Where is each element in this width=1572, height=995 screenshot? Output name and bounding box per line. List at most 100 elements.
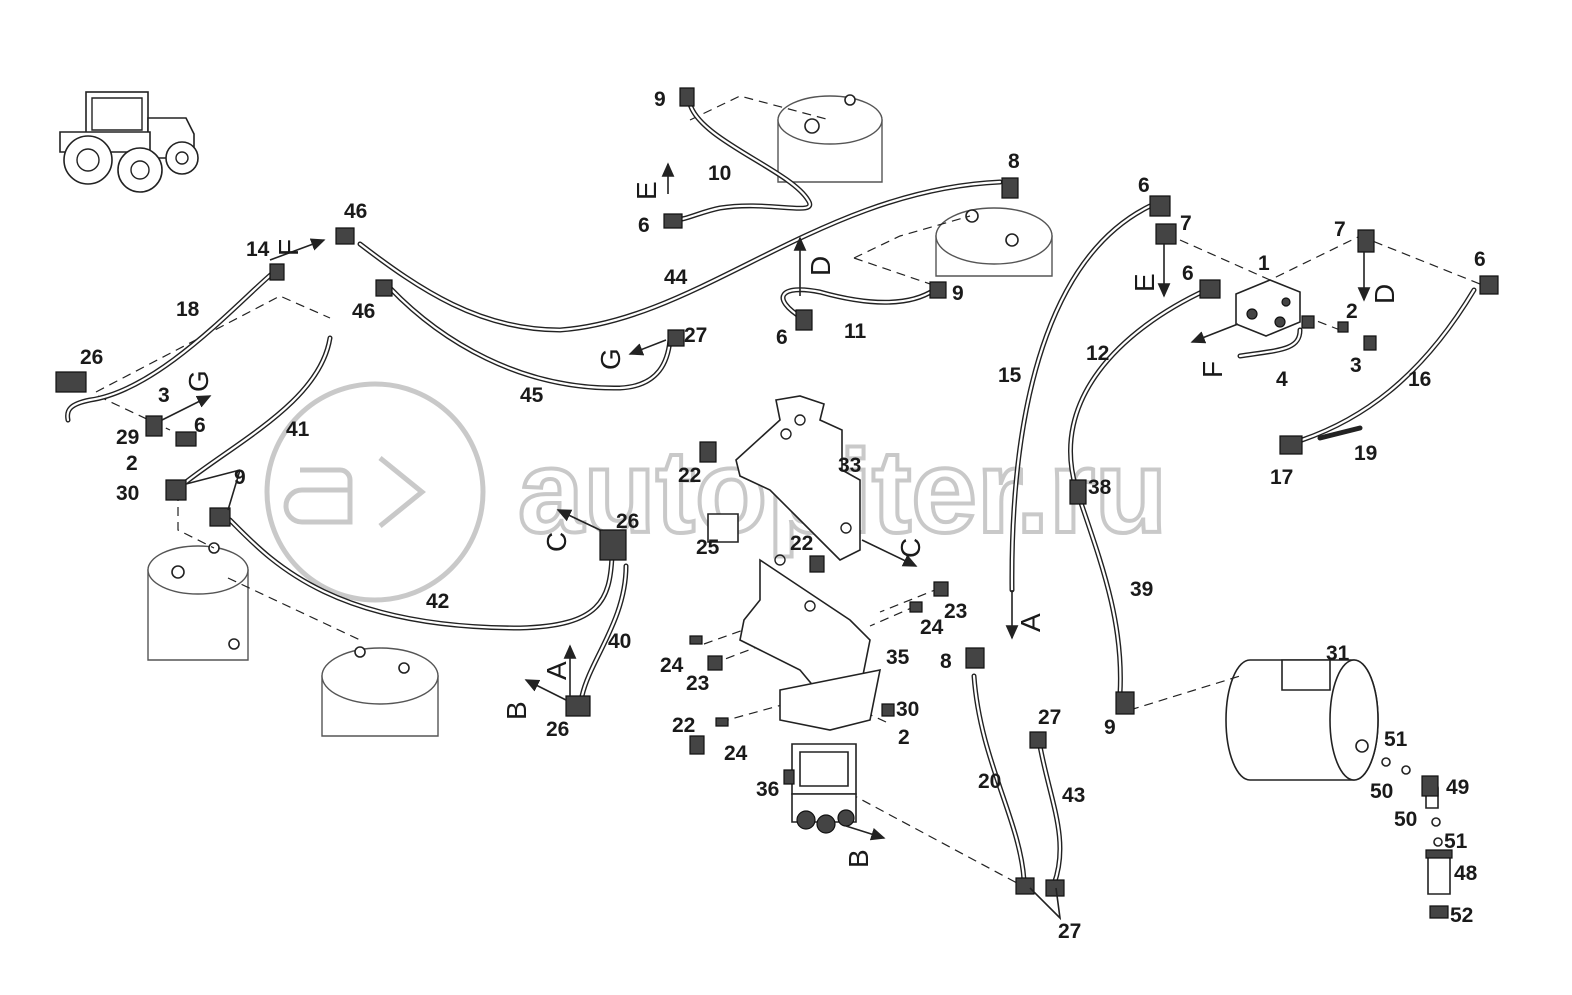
letter-C: C [895,538,926,558]
label-12: 12 [1086,342,1109,365]
label-20: 20 [978,770,1001,793]
part-labels: 1 2 2 2 3 3 4 6 6 6 6 6 6 6 7 7 8 8 9 9 … [80,88,1486,943]
label-24: 24 [724,742,748,765]
fittings [55,87,1499,897]
tank-left-upper [147,542,249,661]
tank-top-right [935,207,1053,277]
label-25: 25 [696,536,720,559]
label-51: 51 [1384,728,1408,751]
label-6: 6 [1182,262,1194,285]
label-22: 22 [678,464,701,487]
flow-arrows [161,162,1371,921]
label-49: 49 [1446,776,1469,799]
letter-B: B [501,701,532,720]
letter-A: A [541,661,572,680]
label-10: 10 [708,162,731,185]
tank-left-lower [321,646,439,737]
label-1: 1 [1258,252,1270,275]
letter-D: D [1369,284,1400,304]
label-2: 2 [898,726,910,749]
label-23: 23 [944,600,967,623]
label-23: 23 [686,672,709,695]
label-6: 6 [194,414,206,437]
label-38: 38 [1088,476,1112,499]
label-6: 6 [776,326,788,349]
label-48: 48 [1454,862,1478,885]
valve-block-1 [1235,279,1301,337]
label-22: 22 [672,714,695,737]
label-24: 24 [920,616,944,639]
label-19: 19 [1354,442,1377,465]
label-11: 11 [844,320,867,343]
filter-48 [1381,757,1453,919]
label-36: 36 [756,778,779,801]
letter-B: B [843,849,874,868]
label-27: 27 [1038,706,1061,729]
label-45: 45 [520,384,544,407]
label-50: 50 [1394,808,1417,831]
label-46: 46 [352,300,375,323]
label-17: 17 [1270,466,1293,489]
label-39: 39 [1130,578,1153,601]
label-22: 22 [790,532,813,555]
label-14: 14 [246,238,270,261]
letter-G: G [183,370,214,392]
label-6: 6 [1474,248,1486,271]
label-42: 42 [426,590,449,613]
label-30: 30 [896,698,919,721]
label-2: 2 [126,452,138,475]
label-29: 29 [116,426,139,449]
bracket-assembly [735,395,882,731]
tank-top-center [777,94,883,183]
label-9: 9 [234,466,246,489]
label-26: 26 [616,510,639,533]
label-51: 51 [1444,830,1468,853]
tractor-icon [59,91,199,193]
letter-F: F [273,239,304,256]
letter-F: F [1197,361,1228,378]
label-8: 8 [940,650,952,673]
label-6: 6 [638,214,650,237]
label-31: 31 [1326,642,1350,665]
label-7: 7 [1334,218,1346,241]
letter-E: E [1129,273,1160,292]
label-6: 6 [1138,174,1150,197]
label-15: 15 [998,364,1022,387]
label-9: 9 [654,88,666,111]
label-27: 27 [1058,920,1081,943]
label-27: 27 [684,324,707,347]
letter-E: E [631,181,662,200]
label-44: 44 [664,266,688,289]
letter-G: G [595,348,626,370]
tank-31-right [1225,659,1379,781]
label-35: 35 [886,646,910,669]
label-26: 26 [80,346,103,369]
letter-C: C [541,532,572,552]
relay-valve-36 [783,743,857,834]
arrow-letters: A A B B C C D D E E F F G G [183,181,1400,868]
label-33: 33 [838,454,861,477]
label-24: 24 [660,654,684,677]
label-8: 8 [1008,150,1020,173]
label-16: 16 [1408,368,1431,391]
hose-lines [65,101,1477,887]
label-43: 43 [1062,784,1085,807]
label-3: 3 [1350,354,1362,377]
label-3: 3 [158,384,170,407]
label-26: 26 [546,718,569,741]
label-50: 50 [1370,780,1393,803]
label-4: 4 [1276,368,1288,391]
label-7: 7 [1180,212,1192,235]
watermark-logo: autopiter.ru [264,381,1169,603]
label-46: 46 [344,200,367,223]
label-30: 30 [116,482,139,505]
label-40: 40 [608,630,631,653]
label-52: 52 [1450,904,1473,927]
label-9: 9 [952,282,964,305]
letter-A: A [1015,613,1046,632]
label-9: 9 [1104,716,1116,739]
label-41: 41 [286,418,310,441]
label-2: 2 [1346,300,1358,323]
letter-D: D [805,256,836,276]
